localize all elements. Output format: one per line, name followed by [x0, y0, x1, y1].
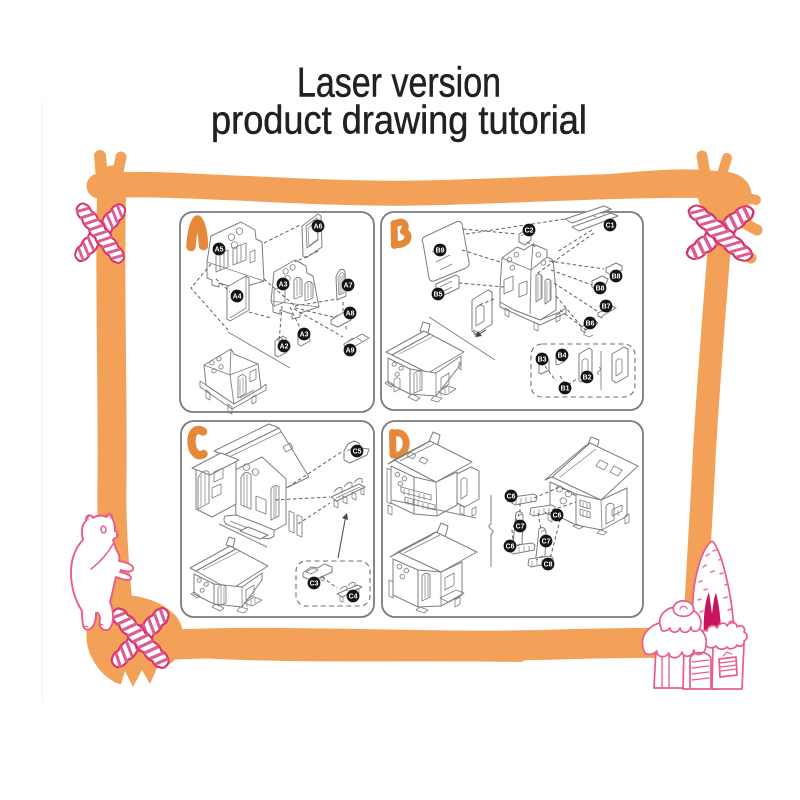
svg-text:C6: C6 [507, 494, 516, 501]
svg-text:B2: B2 [583, 375, 592, 382]
svg-text:C5: C5 [353, 449, 362, 456]
svg-text:product drawing tutorial: product drawing tutorial [211, 99, 587, 143]
svg-text:A4: A4 [233, 294, 242, 301]
svg-text:B3: B3 [538, 357, 547, 364]
svg-text:C2: C2 [525, 228, 534, 235]
svg-text:A3: A3 [279, 282, 288, 289]
svg-text:C4: C4 [349, 594, 358, 601]
svg-text:C1: C1 [606, 223, 615, 230]
svg-text:B9: B9 [436, 248, 445, 255]
svg-text:B5: B5 [434, 292, 443, 299]
svg-text:C7: C7 [516, 524, 525, 531]
svg-text:B6: B6 [586, 321, 595, 328]
svg-text:B4: B4 [558, 353, 567, 360]
svg-text:C6: C6 [553, 513, 562, 520]
svg-text:C3: C3 [310, 581, 319, 588]
svg-text:A6: A6 [314, 224, 323, 231]
svg-text:C7: C7 [542, 539, 551, 546]
svg-text:B7: B7 [602, 304, 611, 311]
svg-text:A2: A2 [280, 344, 289, 351]
svg-text:C6: C6 [506, 544, 515, 551]
svg-text:A8: A8 [346, 311, 355, 318]
svg-text:Laser version: Laser version [297, 59, 501, 106]
svg-text:B8: B8 [612, 274, 621, 281]
svg-text:B1: B1 [561, 386, 570, 393]
svg-text:A5: A5 [215, 247, 224, 254]
svg-text:A3: A3 [300, 332, 309, 339]
svg-text:A9: A9 [346, 348, 355, 355]
svg-text:A7: A7 [344, 283, 353, 290]
svg-text:B8: B8 [596, 286, 605, 293]
svg-text:C8: C8 [544, 562, 553, 569]
